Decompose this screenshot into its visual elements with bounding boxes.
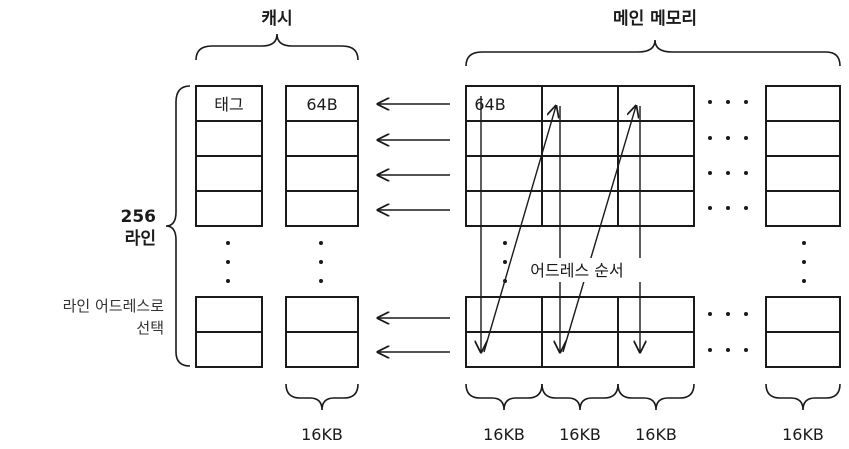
memory-bottom-brace-4 (765, 383, 841, 411)
memory-column-4 (765, 85, 841, 368)
cache-size-label: 16KB (301, 425, 343, 444)
memory-size-label-3: 16KB (635, 425, 677, 444)
memory-size-label-2: 16KB (559, 425, 601, 444)
memory-column-3 (617, 85, 695, 368)
address-order-label: 어드레스 순서 (530, 261, 623, 280)
cache-ellipsis (226, 241, 323, 283)
lines-count: 256 (121, 207, 157, 227)
address-order-label-bg (512, 258, 642, 282)
lines-left-brace (165, 85, 191, 367)
memory-bottom-brace-3 (617, 383, 695, 411)
memory-top-brace (465, 39, 841, 67)
memory-title: 메인 메모리 (613, 9, 697, 29)
cache-tag-column (195, 85, 263, 368)
cache-bottom-brace (285, 383, 359, 411)
memory-bottom-brace-2 (541, 383, 619, 411)
cache-data-cell-label: 64B (306, 95, 337, 114)
memory-cell-label: 64B (474, 95, 505, 114)
mapping-arrows (378, 104, 450, 352)
select-by-line-address-line1: 라인 어드레스로 (63, 297, 165, 315)
cache-data-column (285, 85, 359, 368)
memory-size-label-4: 16KB (782, 425, 824, 444)
memory-bottom-brace-1 (465, 383, 543, 411)
memory-horizontal-ellipsis (708, 100, 748, 352)
memory-size-label-1: 16KB (483, 425, 525, 444)
lines-word: 라인 (125, 229, 156, 249)
memory-column-1 (465, 85, 543, 368)
tag-cell-label: 태그 (214, 95, 243, 114)
select-by-line-address-line2: 선택 (136, 319, 164, 337)
cache-top-brace (195, 33, 359, 61)
memory-column-2 (541, 85, 619, 368)
cache-title: 캐시 (261, 9, 292, 29)
address-order-arrows (481, 96, 640, 352)
